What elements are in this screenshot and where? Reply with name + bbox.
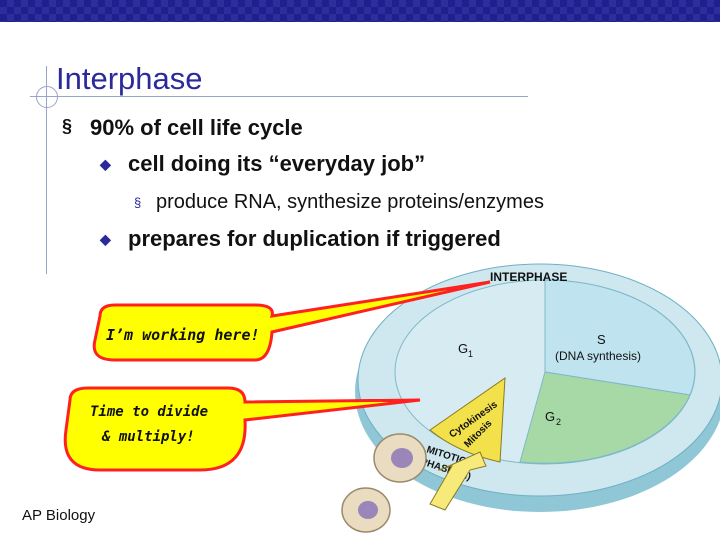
bullet-marker: ◆ <box>100 231 111 247</box>
s-phase-sector <box>544 279 696 396</box>
callout-divide-line2: & multiply! <box>101 429 195 445</box>
callout-bubble-divide <box>63 386 421 472</box>
s-label: S <box>597 332 606 347</box>
left-rule <box>46 66 47 274</box>
interphase-label: INTERPHASE <box>490 270 567 284</box>
bullet-text: produce RNA, synthesize proteins/enzymes <box>156 191 544 213</box>
slide-title: Interphase <box>56 61 203 96</box>
nucleus-icon <box>358 501 378 519</box>
bullet-text: 90% of cell life cycle <box>90 115 303 140</box>
g2-phase-sector <box>519 371 691 464</box>
bullet-marker: § <box>134 195 142 210</box>
mitotic-arrow-icon <box>429 451 487 511</box>
title-underline <box>30 96 528 97</box>
callout-bubble-working <box>92 280 491 362</box>
g2-sub: 2 <box>556 417 561 427</box>
footer-label: AP Biology <box>22 507 96 524</box>
s-sublabel: (DNA synthesis) <box>555 349 641 363</box>
callout-working-text: I’m working here! <box>106 326 260 344</box>
callout-divide-line1: Time to divide <box>90 404 208 420</box>
g1-sub: 1 <box>468 349 473 359</box>
bullet-text: prepares for duplication if triggered <box>128 226 501 251</box>
bullet-marker: § <box>62 116 73 136</box>
title-bar-pattern <box>0 0 720 22</box>
mitotic-sector <box>429 377 506 463</box>
crosshair-ornament <box>36 86 58 108</box>
bullet-text: cell doing its “everyday job” <box>128 151 426 176</box>
nucleus-icon <box>391 448 413 468</box>
bullet-marker: ◆ <box>100 156 111 172</box>
g2-label: G <box>545 409 555 424</box>
g1-label: G <box>458 341 468 356</box>
